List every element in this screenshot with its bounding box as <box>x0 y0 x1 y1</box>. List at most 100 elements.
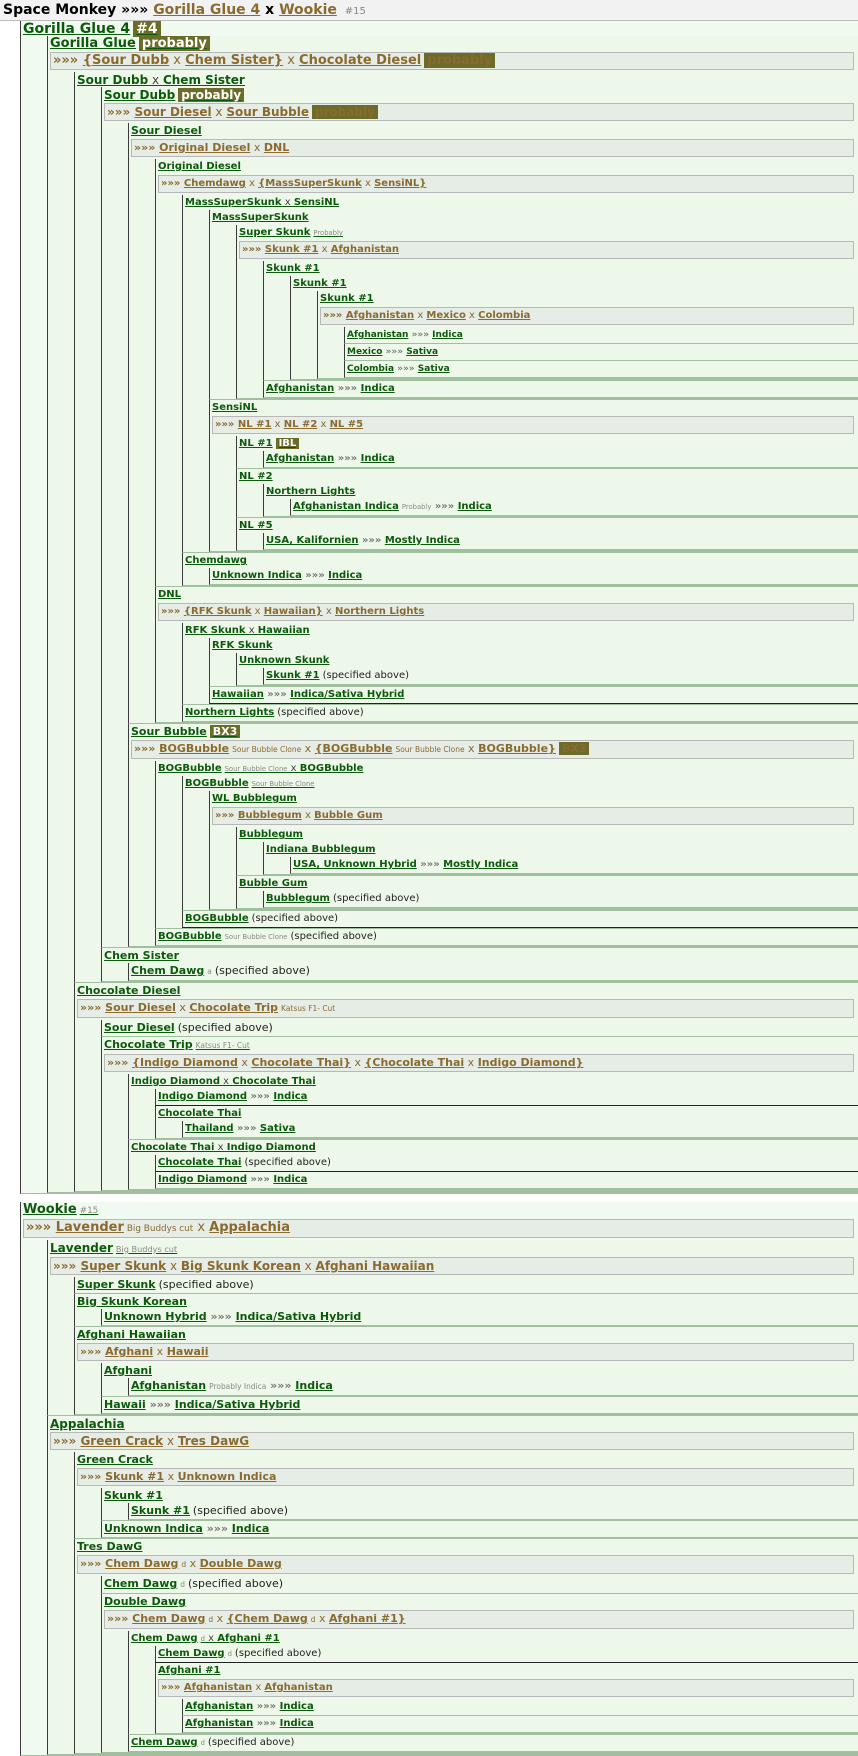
strain-link[interactable]: Afghanistan <box>185 1701 254 1712</box>
strain-link[interactable]: Afghanistan <box>266 453 335 464</box>
strain-link[interactable]: Chocolate Trip <box>104 1038 193 1051</box>
strain-link[interactable]: BOGBubble <box>299 763 364 774</box>
strain-link[interactable]: Bubblegum <box>239 829 303 840</box>
strain-link[interactable]: Chem Dawg <box>131 1633 198 1644</box>
strain-link[interactable]: Indigo Diamond <box>158 1091 247 1102</box>
strain-link[interactable]: Afghani #1 <box>217 1633 280 1644</box>
strain-link[interactable]: Chocolate Thai <box>158 1108 242 1119</box>
strain-link[interactable]: Wookie <box>23 1202 77 1217</box>
strain-link[interactable]: Chem Sister <box>162 73 245 87</box>
parent-link-2[interactable]: Wookie <box>279 2 337 18</box>
parent-link[interactable]: NL #5 <box>329 419 364 430</box>
parent-link[interactable]: Colombia <box>478 310 531 321</box>
parent-link[interactable]: Hawaii <box>166 1345 209 1358</box>
type-link[interactable]: Sativa <box>417 364 450 374</box>
strain-link[interactable]: Afghani Hawaiian <box>77 1328 186 1341</box>
strain-link[interactable]: Sour Dubb <box>104 88 176 102</box>
parent-link[interactable]: Indigo Diamond} <box>477 1056 584 1069</box>
parent-link[interactable]: BOGBubble <box>159 742 230 755</box>
type-link[interactable]: Indica <box>295 1379 333 1392</box>
parent-link[interactable]: Afghanistan <box>264 1682 333 1693</box>
parent-link[interactable]: BOGBubble} <box>478 742 556 755</box>
parent-link[interactable]: Afghanistan <box>345 310 415 321</box>
parent-link[interactable]: Sour Diesel <box>134 105 212 119</box>
parent-link[interactable]: Mexico <box>426 310 466 321</box>
type-link[interactable]: Indica/Sativa Hybrid <box>290 689 405 700</box>
strain-link[interactable]: Colombia <box>347 364 395 374</box>
type-link[interactable]: Sativa <box>406 347 439 357</box>
parent-link[interactable]: Tres DawG <box>177 1434 250 1448</box>
strain-link[interactable]: Thailand <box>185 1123 234 1134</box>
strain-link[interactable]: Double Dawg <box>104 1595 187 1608</box>
parent-link[interactable]: Afghani #1} <box>329 1612 406 1625</box>
strain-link[interactable]: Gorilla Glue <box>50 36 136 51</box>
strain-link[interactable]: Skunk #1 <box>320 293 374 304</box>
strain-link[interactable]: Chem Dawg <box>158 1648 225 1659</box>
strain-link[interactable]: Afghanistan <box>266 383 335 394</box>
strain-link[interactable]: Unknown Indica <box>104 1522 203 1535</box>
type-link[interactable]: Indica <box>273 1091 308 1102</box>
parent-link[interactable]: Chem Dawg <box>132 1612 206 1625</box>
parent-link[interactable]: NL #1 <box>237 419 272 430</box>
parent-link[interactable]: Appalachia <box>209 1220 291 1235</box>
strain-link[interactable]: USA, Unknown Hybrid <box>293 859 417 870</box>
parent-link-1[interactable]: Gorilla Glue 4 <box>153 2 261 18</box>
parent-link[interactable]: Sour Bubble <box>226 105 309 119</box>
parent-link[interactable]: Original Diesel <box>159 141 251 154</box>
type-link[interactable]: Mostly Indica <box>384 535 460 546</box>
parent-link[interactable]: Chem Dawg <box>105 1557 179 1570</box>
strain-link[interactable]: Northern Lights <box>185 707 275 718</box>
strain-link[interactable]: Bubblegum <box>266 893 330 904</box>
strain-link[interactable]: Sour Diesel <box>104 1021 175 1034</box>
strain-link[interactable]: Chocolate Diesel <box>77 984 181 997</box>
strain-link[interactable]: Skunk #1 <box>266 670 320 681</box>
strain-link[interactable]: NL #2 <box>239 471 273 482</box>
strain-link[interactable]: Afghani #1 <box>158 1665 221 1676</box>
strain-link[interactable]: BOGBubble <box>158 931 222 942</box>
type-link[interactable]: Indica <box>279 1701 314 1712</box>
type-link[interactable]: Indica <box>273 1174 308 1185</box>
strain-link[interactable]: Gorilla Glue 4 <box>23 21 131 37</box>
strain-link[interactable]: Hawaiian <box>257 625 310 636</box>
strain-link[interactable]: Skunk #1 <box>293 278 347 289</box>
parent-link[interactable]: NL #2 <box>283 419 318 430</box>
strain-link[interactable]: RFK Skunk <box>185 625 246 636</box>
parent-link[interactable]: Chocolate Trip <box>189 1001 279 1014</box>
type-link[interactable]: Indica <box>457 501 492 512</box>
strain-link[interactable]: MassSuperSkunk <box>185 197 282 208</box>
parent-link[interactable]: Afghani <box>105 1345 154 1358</box>
parent-link[interactable]: Sour Diesel <box>105 1001 176 1014</box>
type-link[interactable]: Indica <box>231 1522 270 1535</box>
parent-link[interactable]: {Chem Dawg <box>226 1612 308 1625</box>
strain-link[interactable]: Indiana Bubblegum <box>266 844 376 855</box>
strain-link[interactable]: Chem Sister <box>104 949 180 962</box>
strain-link[interactable]: Chem Dawg <box>104 1577 178 1590</box>
parent-link[interactable]: Chocolate Thai} <box>251 1056 352 1069</box>
strain-link[interactable]: BOGBubble <box>158 763 222 774</box>
strain-link[interactable]: Hawaiian <box>212 689 264 700</box>
type-link[interactable]: Indica <box>279 1718 314 1729</box>
parent-link[interactable]: Chem Sister} <box>185 53 284 68</box>
strain-link[interactable]: Mexico <box>347 347 383 357</box>
strain-link[interactable]: Hawaii <box>104 1398 146 1411</box>
parent-link[interactable]: Green Crack <box>80 1434 164 1448</box>
parent-link[interactable]: {Chocolate Thai <box>364 1056 465 1069</box>
type-link[interactable]: Indica <box>360 453 395 464</box>
strain-link[interactable]: Afghanistan <box>131 1379 207 1392</box>
parent-link[interactable]: Afghani Hawaiian <box>315 1259 435 1273</box>
strain-link[interactable]: Appalachia <box>50 1417 125 1431</box>
parent-link[interactable]: Bubble Gum <box>314 810 383 821</box>
parent-link[interactable]: Chemdawg <box>183 178 246 189</box>
strain-link[interactable]: Super Skunk <box>239 227 311 238</box>
strain-link[interactable]: Afghanistan Indica <box>293 501 399 512</box>
type-link[interactable]: Indica <box>360 383 395 394</box>
strain-link[interactable]: Chocolate Thai <box>131 1142 215 1153</box>
strain-link[interactable]: Indigo Diamond <box>158 1174 247 1185</box>
parent-link[interactable]: SensiNL} <box>374 178 427 189</box>
strain-link[interactable]: NL #1 <box>239 438 273 449</box>
strain-link[interactable]: Green Crack <box>77 1453 153 1466</box>
type-link[interactable]: Indica <box>432 330 463 340</box>
type-link[interactable]: Indica <box>328 570 363 581</box>
strain-link[interactable]: BOGBubble <box>185 913 249 924</box>
strain-link[interactable]: RFK Skunk <box>212 640 273 651</box>
